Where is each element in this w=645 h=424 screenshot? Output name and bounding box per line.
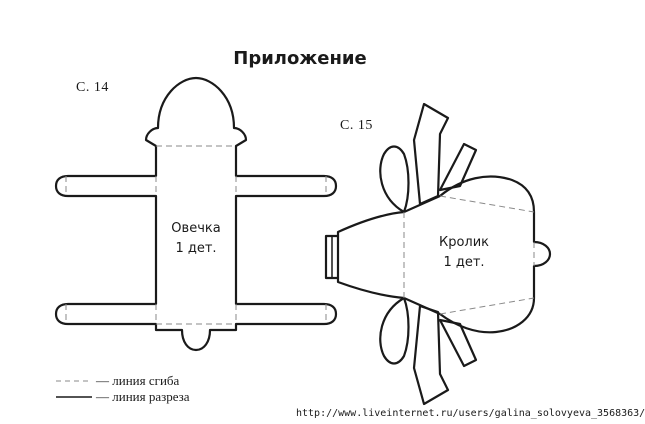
rabbit-upper-ear	[379, 145, 410, 214]
rabbit-label: Кролик 1 дет.	[424, 233, 504, 273]
pattern-drawing	[54, 76, 552, 406]
legend-fold-label: — линия сгиба	[96, 373, 180, 388]
source-url: http://www.liveinternet.ru/users/galina_…	[296, 408, 645, 419]
rabbit-page-ref: С. 15	[340, 118, 373, 133]
sheep-cut-outline	[54, 76, 338, 352]
rabbit-lower-leg	[412, 304, 450, 406]
rabbit-upper-leg	[412, 102, 450, 206]
rabbit-count: 1 дет.	[443, 255, 485, 270]
rabbit-name: Кролик	[438, 235, 490, 250]
pattern-sheet: Приложение С. 14 С. 15 Овечка 1 дет. Кро…	[54, 48, 645, 419]
rabbit-upper-crest	[438, 142, 478, 192]
rabbit-lower-ear	[379, 296, 410, 365]
rabbit-fold-upper	[439, 195, 535, 213]
sheep-label: Овечка 1 дет.	[156, 219, 236, 259]
rabbit-lower-crest	[438, 318, 478, 368]
sheep-count: 1 дет.	[175, 241, 217, 256]
rabbit-fold-lower	[439, 297, 535, 315]
sheep-name: Овечка	[171, 221, 221, 236]
page-title: Приложение	[233, 48, 367, 69]
sheep-page-ref: С. 14	[76, 80, 109, 95]
legend-cut-label: — линия разреза	[96, 389, 190, 404]
